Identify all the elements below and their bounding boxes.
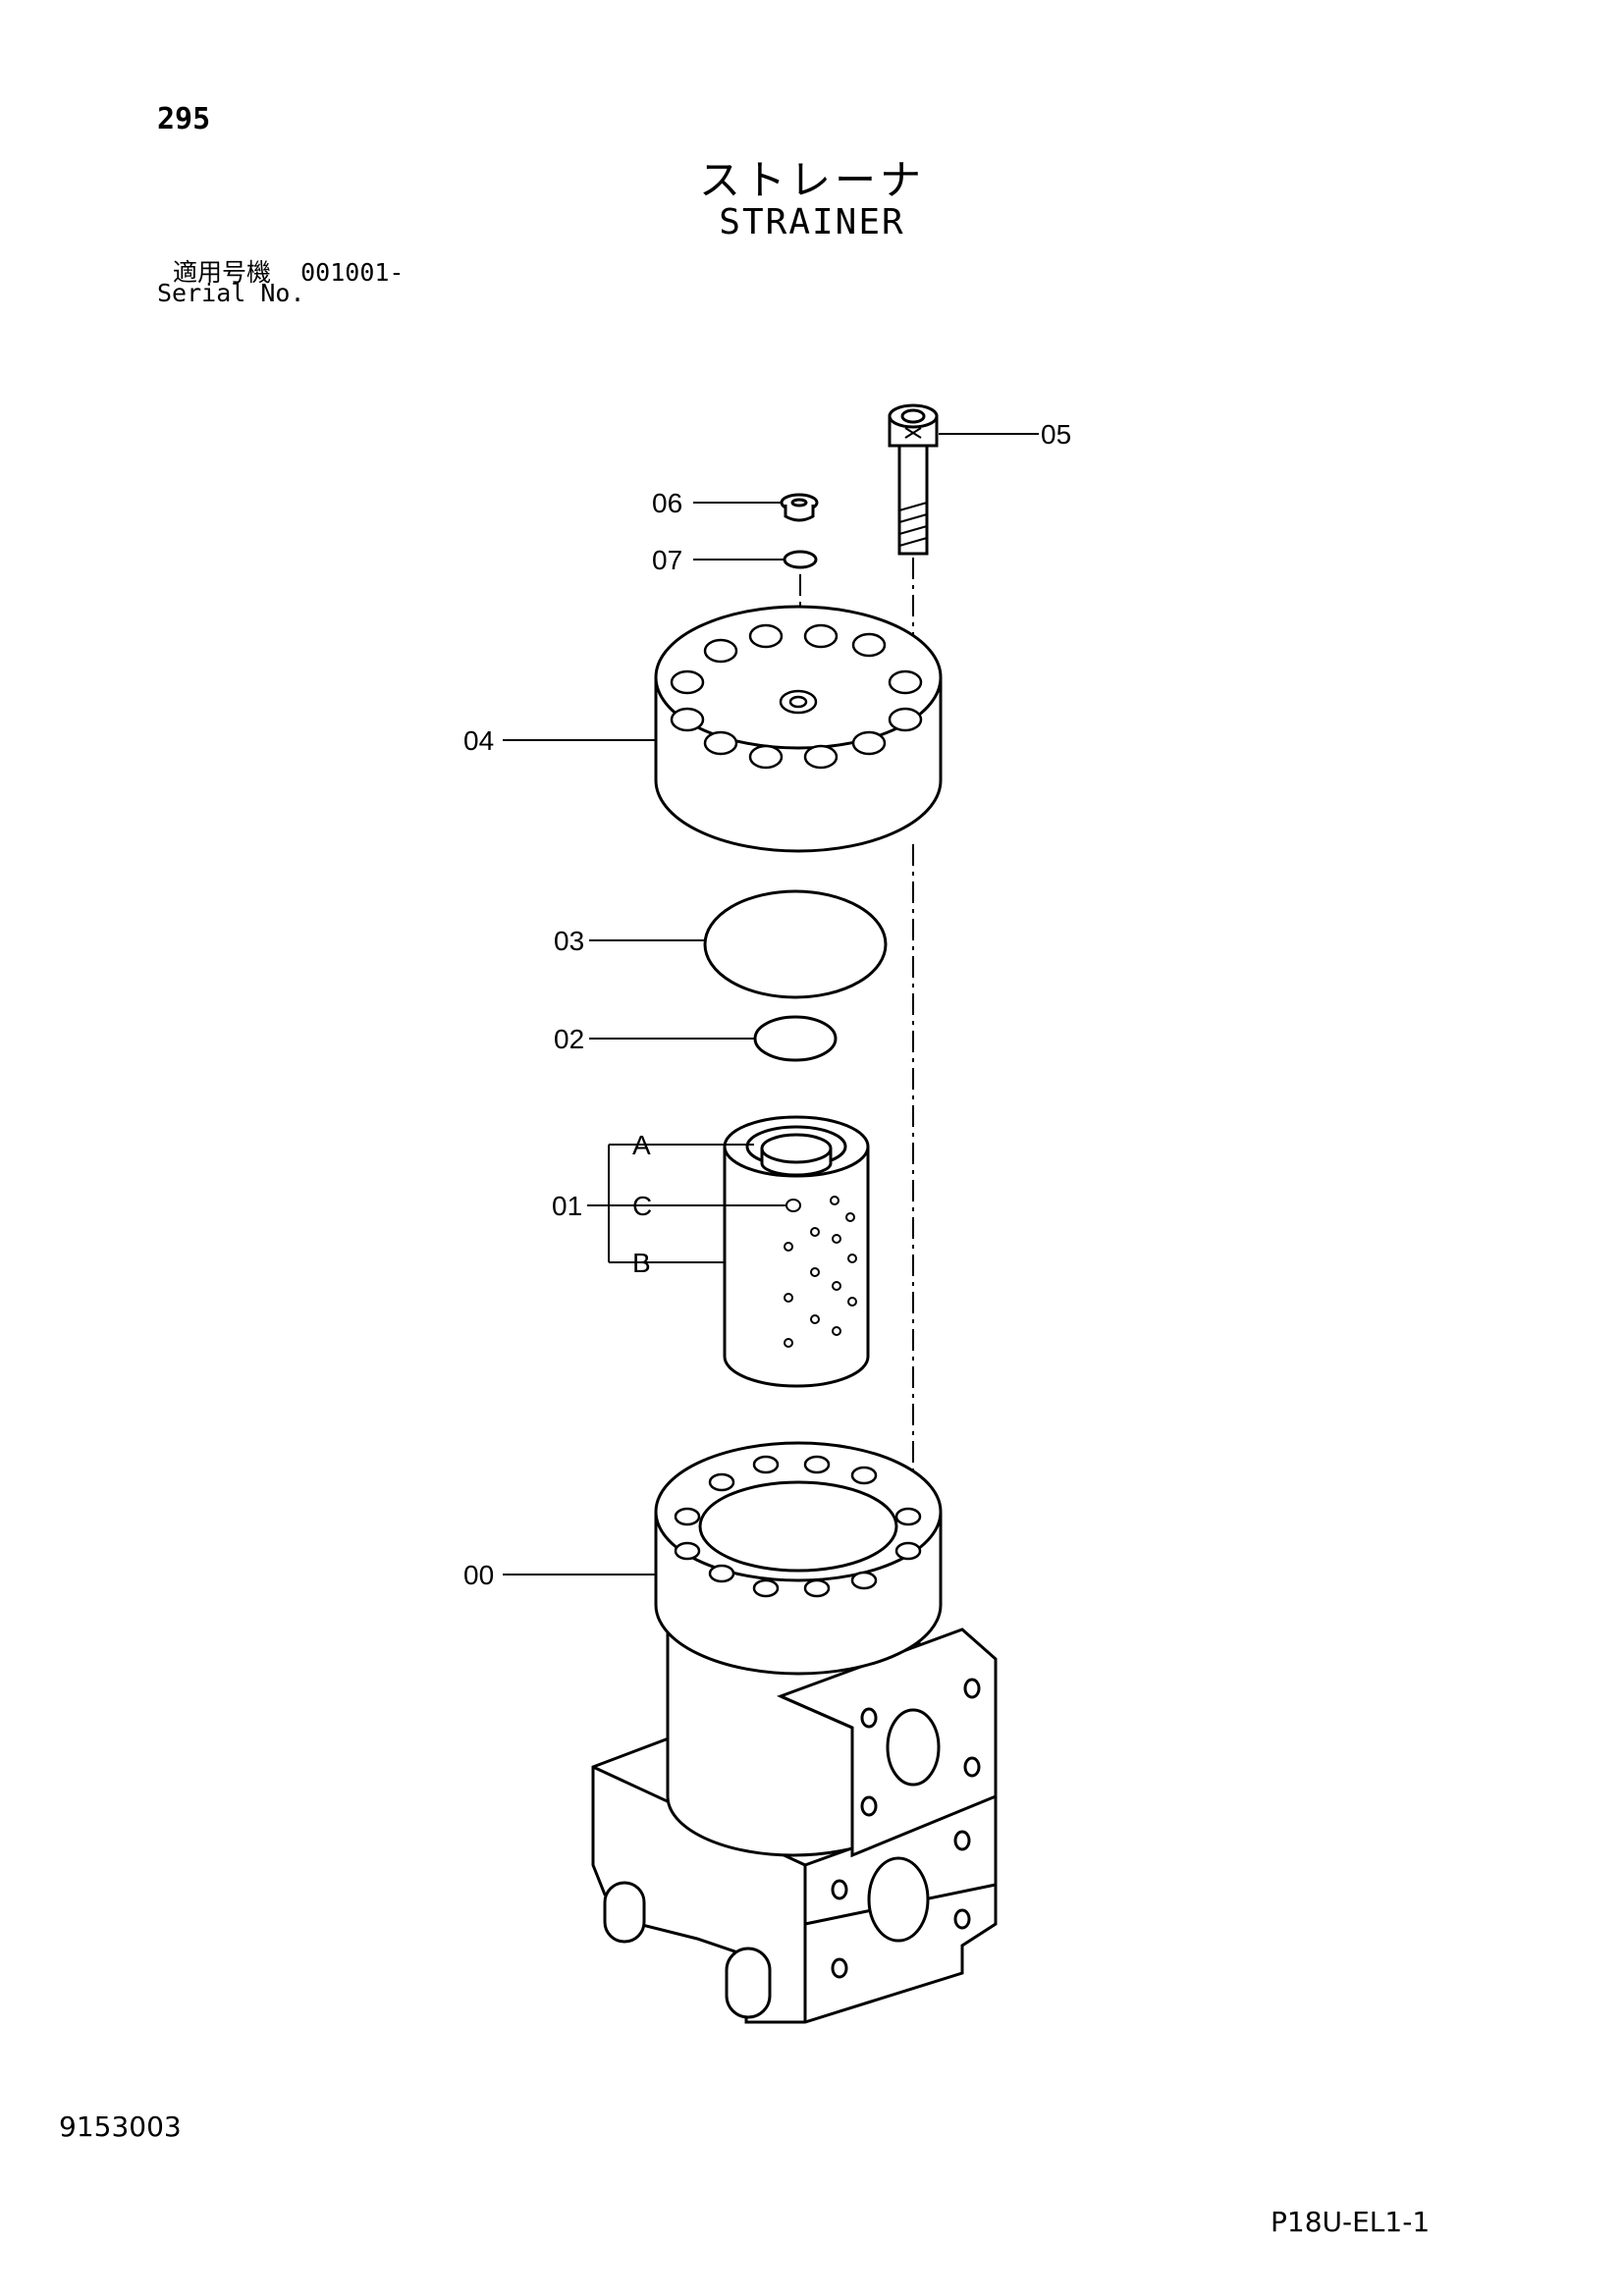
part-04-cover[interactable] [654,605,943,853]
callout-06: 06 [652,488,682,518]
part-07-oring[interactable] [783,550,818,569]
callout-01: 01 [552,1191,582,1221]
callout-07: 07 [652,545,682,575]
part-00-housing[interactable] [591,1441,998,2024]
page-number: 295 [157,102,211,136]
part-02-oring[interactable] [753,1015,838,1062]
page-code: P18U-EL1-1 [1271,2206,1431,2238]
serial-label-en: Serial No. [157,279,305,307]
serial-value: 001001- [300,258,405,287]
callout-05: 05 [1041,419,1071,450]
callout-b: B [632,1248,651,1278]
serial-number-label-jp: 適用号機 001001- [173,253,404,289]
page-title-jp: ストレーナ [698,156,925,204]
part-03-oring[interactable] [703,889,888,999]
callout-02: 02 [554,1024,584,1054]
leader-lines [503,433,1039,1575]
callout-a: A [632,1130,651,1160]
part-05-bolt[interactable] [888,403,939,556]
document-id: 9153003 [59,2110,182,2143]
callout-00: 00 [463,1560,494,1590]
part-01-strainer-element[interactable] [723,1115,870,1388]
part-06-plug[interactable] [780,493,819,522]
serial-label-jp: 適用号機 [173,258,272,287]
page-title-en: STRAINER [719,202,905,242]
callout-04: 04 [463,725,494,756]
callout-c: C [632,1191,652,1221]
callout-03: 03 [554,926,584,956]
